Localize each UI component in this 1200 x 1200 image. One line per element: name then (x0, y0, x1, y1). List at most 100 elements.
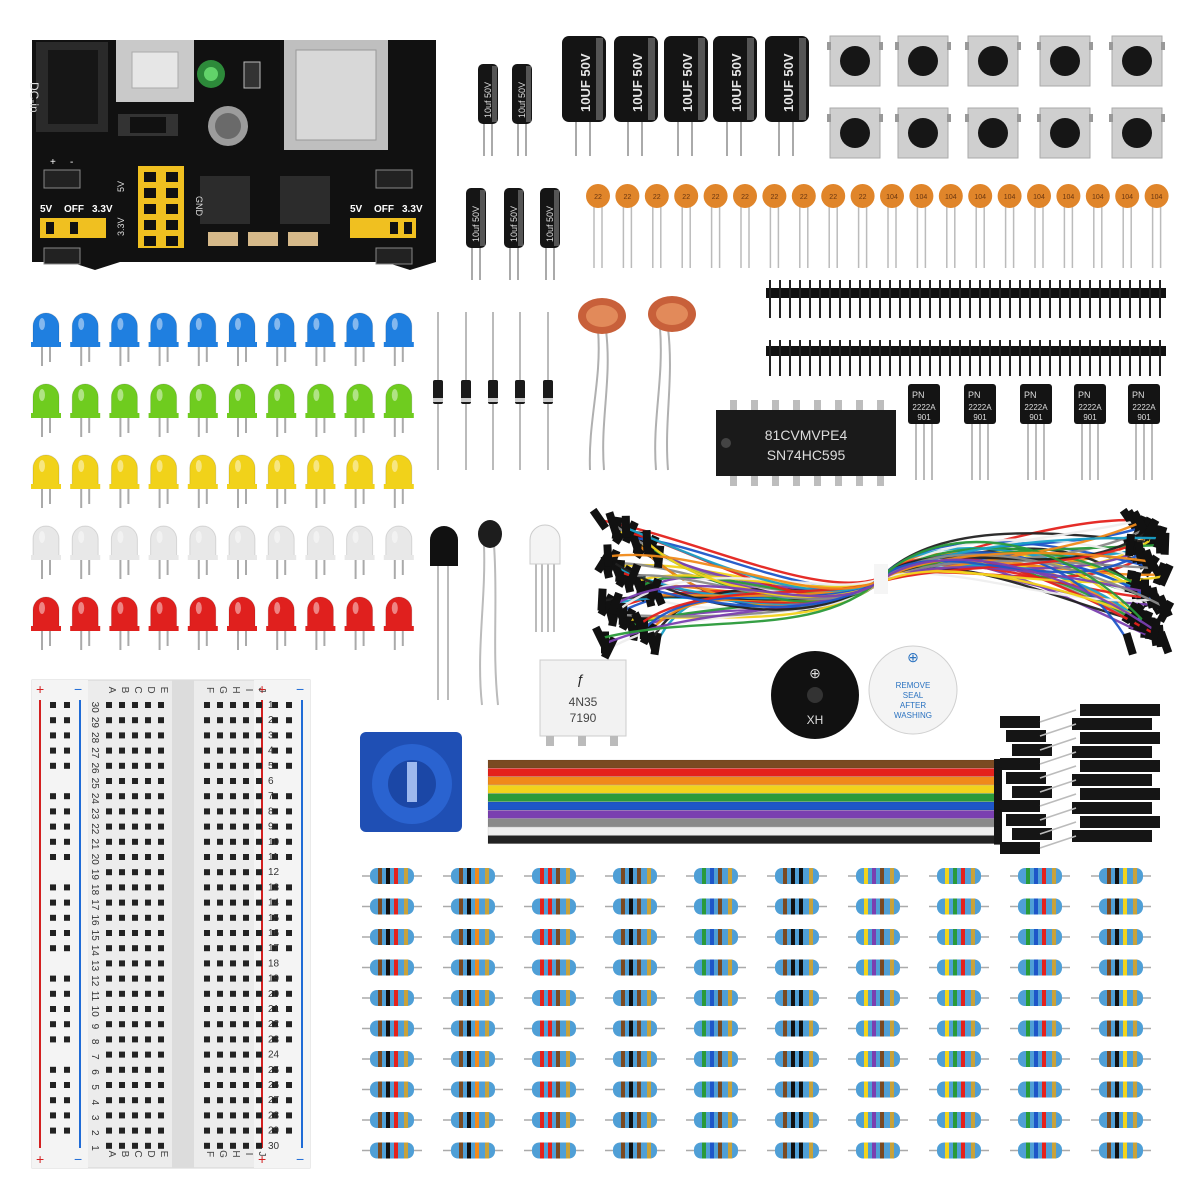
resistor (1091, 1112, 1151, 1128)
bb-col-label: A (106, 687, 117, 694)
bb-row-number: 30 (89, 702, 100, 714)
rgb-led (529, 524, 561, 632)
svg-text:PN: PN (1078, 390, 1091, 400)
svg-text:10uf 50V: 10uf 50V (517, 82, 527, 118)
svg-text:2222A: 2222A (912, 403, 936, 412)
diode-2 (461, 312, 471, 470)
svg-text:3.3V: 3.3V (402, 204, 423, 215)
ceramic-capacitor-1: 22 (586, 184, 610, 268)
resistor (362, 868, 422, 884)
svg-text:⊕: ⊕ (809, 665, 821, 681)
passive-buzzer: ⊕ REMOVE SEAL AFTER WASHING (868, 645, 958, 735)
svg-text:104: 104 (886, 194, 898, 201)
resistor (848, 1051, 908, 1067)
svg-text:22: 22 (829, 194, 837, 201)
resistor (443, 898, 503, 915)
led (344, 525, 375, 579)
svg-text:104: 104 (916, 194, 928, 201)
ceramic-capacitor-12: 104 (909, 184, 934, 268)
svg-text:22: 22 (859, 194, 867, 201)
svg-text:10uf 50V: 10uf 50V (545, 206, 555, 242)
bb-col-label: J (256, 688, 267, 693)
resistor (686, 929, 746, 945)
resistor (605, 1051, 665, 1067)
resistor (1010, 1112, 1070, 1128)
resistor (443, 1081, 503, 1098)
optocoupler: ƒ 4N35 7190 (539, 659, 627, 746)
resistor (1010, 990, 1070, 1006)
resistor (1091, 868, 1151, 884)
resistor (524, 990, 584, 1006)
bb-row-number: 18 (268, 958, 280, 969)
resistor (524, 1020, 584, 1037)
resistor (767, 1051, 827, 1067)
bb-row-number: 20 (89, 854, 100, 866)
led (109, 383, 140, 437)
large-capacitor-1: 10UF 50V (562, 36, 606, 156)
resistor (443, 868, 503, 884)
led (266, 525, 297, 579)
resistor (362, 1020, 422, 1037)
ceramic-capacitor-3: 22 (644, 184, 669, 268)
bb-col-label: I (243, 1153, 254, 1156)
resistor (362, 898, 422, 915)
svg-text:3.3V: 3.3V (92, 204, 113, 215)
tactile-button-8 (965, 107, 1021, 159)
svg-text:2222A: 2222A (1132, 403, 1156, 412)
resistor (605, 1142, 665, 1159)
resistor (1091, 1051, 1151, 1067)
ceramic-capacitor-18: 104 (1085, 184, 1110, 268)
bb-row-number: 23 (268, 1034, 280, 1045)
bb-row-number: 24 (268, 1050, 280, 1061)
bb-row-number: 8 (89, 1039, 100, 1045)
tactile-button-7 (895, 107, 951, 159)
led (383, 525, 414, 579)
svg-text:WASHING: WASHING (894, 711, 932, 720)
svg-text:901: 901 (1137, 413, 1151, 422)
bb-row-number: 10 (89, 1006, 100, 1018)
resistor (767, 959, 827, 976)
large-capacitor-2: 10UF 50V (614, 36, 658, 156)
led (70, 312, 101, 366)
large-capacitor-5: 10UF 50V (765, 36, 809, 156)
resistor (1010, 868, 1070, 884)
resistor (605, 1020, 665, 1037)
svg-text:+: + (36, 1151, 44, 1167)
tactile-button-3 (965, 35, 1021, 87)
bb-row-number: 7 (268, 791, 274, 802)
photoresistors (578, 296, 696, 471)
bb-row-number: 12 (89, 975, 100, 987)
led (266, 596, 297, 650)
svg-text:PN: PN (1024, 390, 1037, 400)
bb-row-number: 9 (89, 1024, 100, 1030)
bb-row-number: 20 (268, 989, 280, 1000)
bb-col-label: E (158, 1151, 169, 1158)
ceramic-capacitor-5: 22 (703, 184, 728, 268)
led (266, 312, 297, 366)
bb-row-number: 5 (89, 1084, 100, 1090)
led (148, 596, 179, 650)
tactile-button-9 (1037, 107, 1093, 159)
led (109, 454, 140, 508)
svg-text:AFTER: AFTER (900, 701, 926, 710)
led (187, 525, 218, 579)
svg-text:22: 22 (682, 194, 690, 201)
led (305, 383, 336, 437)
svg-text:−: − (296, 1151, 304, 1167)
svg-text:10UF 50V: 10UF 50V (578, 53, 593, 112)
svg-text:OFF: OFF (64, 204, 84, 215)
bb-row-number: 4 (89, 1100, 100, 1106)
diode-1 (433, 312, 443, 470)
ceramic-capacitor-13: 104 (938, 184, 963, 268)
resistor (1091, 959, 1151, 976)
ceramic-capacitor-20: 104 (1144, 184, 1169, 268)
resistor (605, 1081, 665, 1098)
bb-row-number: 25 (89, 778, 100, 790)
led (70, 454, 101, 508)
resistor (362, 1112, 422, 1128)
resistor (767, 898, 827, 915)
led (383, 312, 414, 366)
resistor (686, 959, 746, 976)
led (383, 383, 414, 437)
